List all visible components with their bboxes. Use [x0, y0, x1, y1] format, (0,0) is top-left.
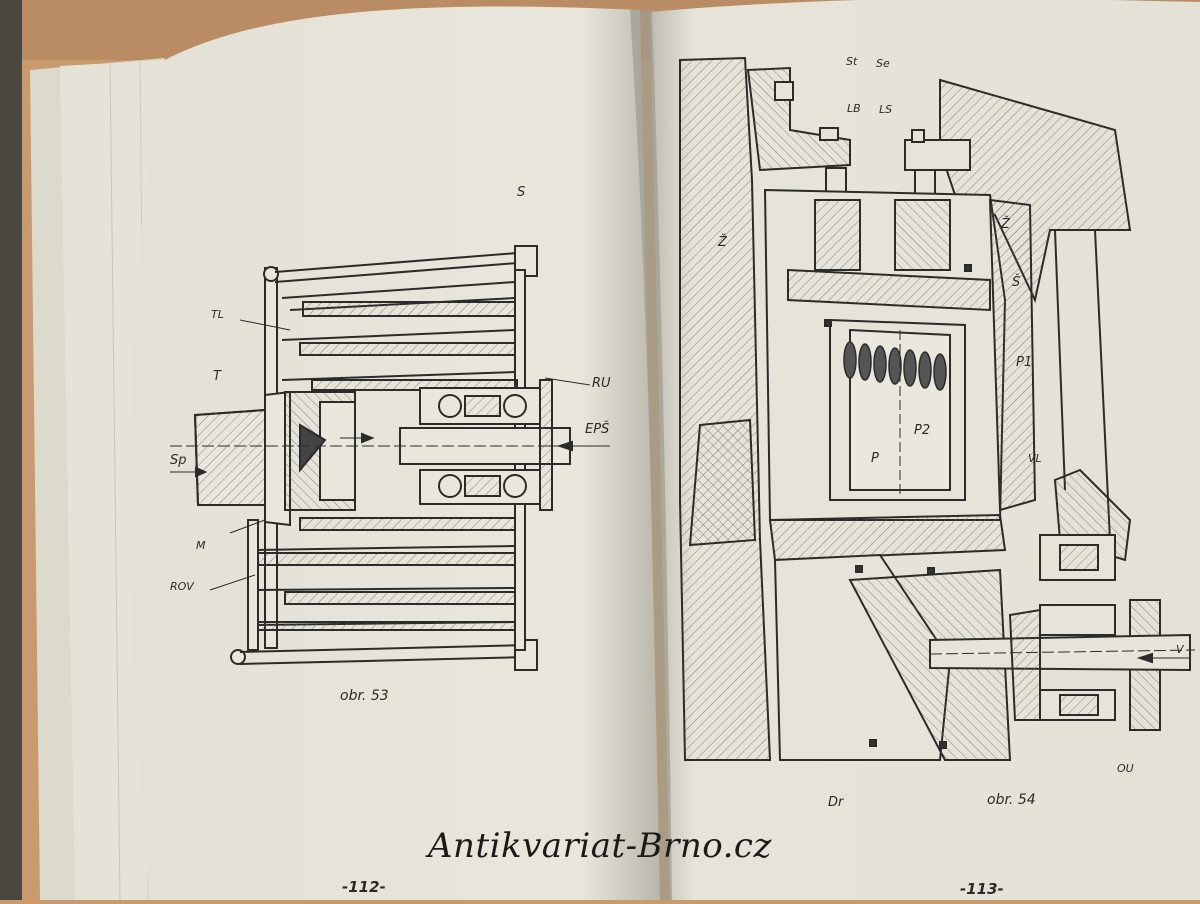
right-technical-drawing: [679, 56, 1196, 761]
label-ou: OU: [1117, 762, 1134, 775]
page-number-113: -113-: [960, 880, 1004, 898]
label-ru: RU: [592, 376, 611, 391]
label-z-right: Ž: [1001, 217, 1010, 232]
label-s-left: S: [517, 185, 526, 200]
label-lb: LB: [847, 102, 861, 115]
label-ls: LS: [879, 103, 893, 116]
label-v: V: [1176, 643, 1184, 656]
label-s-right: Š: [1012, 275, 1021, 290]
label-p: P: [871, 451, 879, 466]
left-page: [129, 6, 660, 900]
label-p2: P2: [914, 423, 931, 438]
left-technical-drawing: [170, 245, 610, 671]
label-rov: ROV: [170, 580, 194, 593]
label-t: T: [213, 369, 221, 384]
label-st: St: [846, 55, 858, 68]
label-z-left: Ž: [718, 235, 727, 250]
label-dr: Dr: [828, 795, 844, 810]
label-se: Se: [876, 57, 890, 70]
label-sp: Sp: [170, 453, 187, 468]
label-vl: VL: [1028, 452, 1042, 465]
label-tl: TL: [211, 308, 224, 321]
watermark: Antikvariat-Brno.cz: [428, 826, 772, 866]
page-number-112: -112-: [342, 878, 386, 896]
label-p1: P1: [1016, 355, 1033, 370]
label-eps: EPŠ: [585, 422, 610, 437]
figure-caption-53: obr. 53: [340, 688, 389, 704]
figure-caption-54: obr. 54: [987, 792, 1036, 808]
dark-left-edge: [0, 0, 22, 900]
label-m: M: [196, 539, 206, 552]
